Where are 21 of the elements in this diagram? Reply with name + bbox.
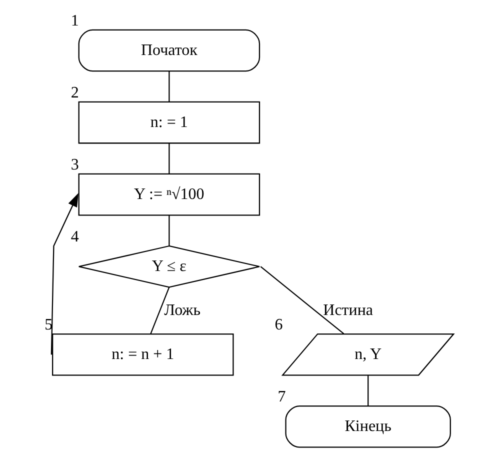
node-box: Y := ⁿ√100 <box>78 173 260 216</box>
node-box: n: = 1 <box>78 101 260 144</box>
node-label: 2 <box>70 84 78 102</box>
node-box: Початок <box>78 29 260 72</box>
connector <box>168 71 170 102</box>
edge-label: Ложь <box>164 302 200 319</box>
node-box: Кінець <box>284 405 450 448</box>
node-diamond: Y ≤ ε <box>78 245 260 288</box>
edge-label: Истина <box>322 302 373 319</box>
arrow <box>50 192 78 355</box>
connector <box>150 286 170 334</box>
node-label: 7 <box>277 388 286 406</box>
node-box: n: = n + 1 <box>52 333 234 376</box>
node-label: 4 <box>70 228 78 246</box>
connector <box>260 266 344 334</box>
connector <box>168 216 170 246</box>
connector <box>367 376 368 406</box>
node-label: 1 <box>70 12 78 30</box>
connector <box>168 143 170 174</box>
node-label: 6 <box>274 316 282 334</box>
node-label: 3 <box>70 156 78 174</box>
